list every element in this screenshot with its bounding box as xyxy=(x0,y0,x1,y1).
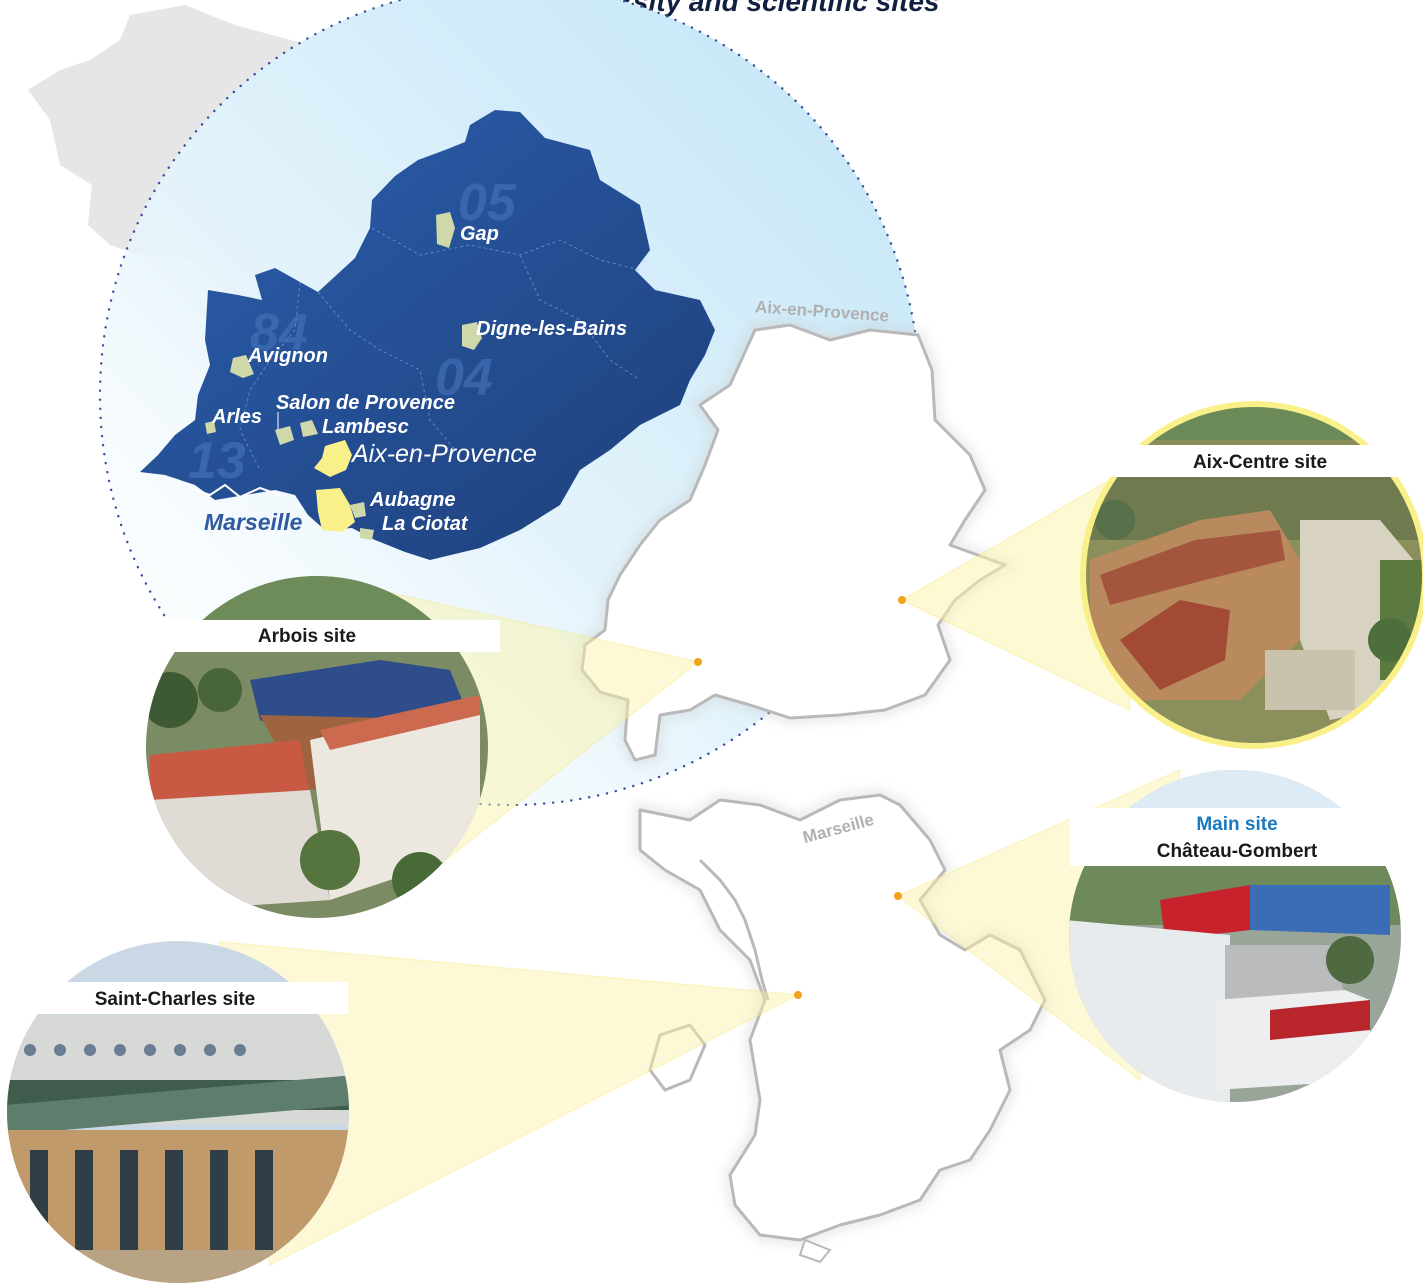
city-label-lambesc: Lambesc xyxy=(322,416,409,438)
city-label-salon: Salon de Provence xyxy=(276,392,455,414)
dot-arbois[interactable] xyxy=(694,658,702,666)
city-label-digne: Digne-les-Bains xyxy=(476,318,627,340)
city-label-gap: Gap xyxy=(460,223,499,245)
city-label-marseille: Marseille xyxy=(204,509,303,535)
lambesc-patch xyxy=(300,420,318,437)
dept-number-04: 04 xyxy=(435,349,493,407)
dot-chateau-gombert[interactable] xyxy=(894,892,902,900)
city-label-avignon: Avignon xyxy=(247,345,328,367)
marseille-patch xyxy=(316,488,355,532)
aix-patch xyxy=(314,440,352,477)
city-label-arles: Arles xyxy=(211,406,262,428)
dept-number-13: 13 xyxy=(188,432,246,490)
site-label-arbois: Arbois site xyxy=(258,626,356,647)
site-label-chateau-gombert: Château-Gombert xyxy=(1157,841,1318,862)
dept-number-05: 05 xyxy=(458,174,517,232)
city-label-aubagne: Aubagne xyxy=(369,489,456,511)
dot-aix-centre[interactable] xyxy=(898,596,906,604)
arles-patch xyxy=(205,421,216,434)
site-circle-arbois[interactable]: Arbois site xyxy=(140,570,500,930)
city-label-la-ciotat: La Ciotat xyxy=(382,513,469,535)
department-borders xyxy=(239,227,641,471)
aubagne-patch xyxy=(350,502,366,518)
digne-patch xyxy=(462,322,482,350)
site-tag-chateau-gombert: Main site xyxy=(1196,814,1277,835)
marseille-commune-outline xyxy=(633,787,1053,1264)
city-label-aix: Aix-en-Provence xyxy=(350,440,537,468)
la-ciotat-patch xyxy=(360,528,374,540)
dot-saint-charles[interactable] xyxy=(794,991,802,999)
dept-number-84: 84 xyxy=(250,304,308,362)
coast-detail xyxy=(189,483,281,499)
site-label-aix-centre: Aix-Centre site xyxy=(1193,452,1327,473)
site-circle-aix-centre[interactable]: Aix-Centre site xyxy=(1080,400,1423,750)
gap-patch xyxy=(436,212,455,248)
aix-commune-outline xyxy=(574,317,1022,769)
site-label-saint-charles: Saint-Charles site xyxy=(95,989,256,1010)
region-paca xyxy=(140,110,715,560)
avignon-patch xyxy=(230,355,254,378)
salon-patch xyxy=(275,426,294,445)
